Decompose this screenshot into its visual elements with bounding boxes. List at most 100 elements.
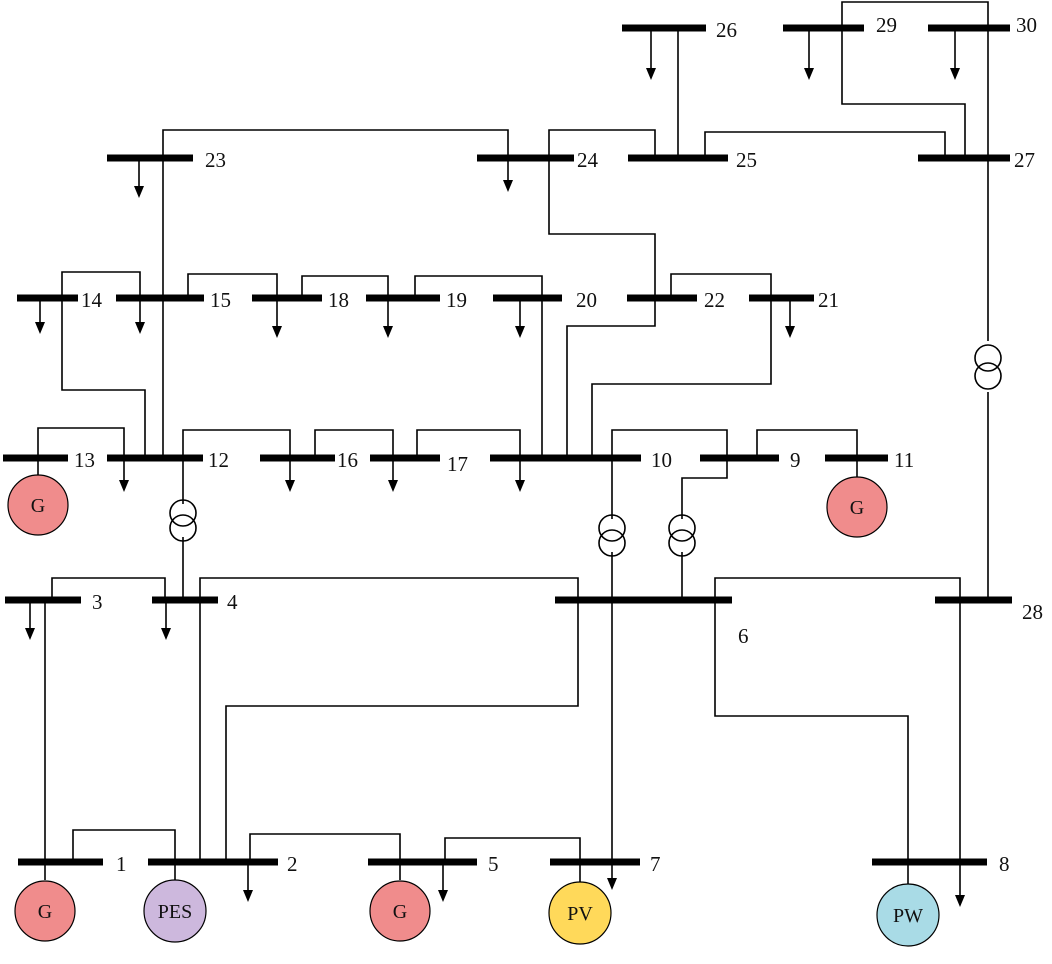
- generator-bus-5: G: [369, 880, 431, 942]
- pes-label: PES: [158, 901, 192, 923]
- bus-label-6: 6: [738, 624, 749, 648]
- bus-label-13: 13: [74, 448, 95, 472]
- load-arrow-icon: [785, 298, 795, 338]
- pw-icon: [876, 883, 940, 947]
- line-2-6: [225, 600, 579, 862]
- load-arrow-icon: [950, 28, 960, 80]
- load-arrow-icon: [607, 862, 617, 890]
- bus-label-8: 8: [999, 852, 1010, 876]
- line-18-19: [301, 275, 389, 298]
- load-arrow-icon: [161, 600, 171, 640]
- transformer-6-9: [668, 514, 696, 557]
- bus-label-7: 7: [650, 852, 661, 876]
- line-3-4: [51, 577, 166, 600]
- transformer-4-12: [169, 499, 197, 542]
- pv-icon: [548, 881, 612, 945]
- line-12-16: [182, 429, 291, 458]
- bus-label-10: 10: [651, 448, 672, 472]
- load-arrow-icon: [35, 298, 45, 334]
- line-17-10: [416, 429, 521, 458]
- line-15-18: [187, 273, 278, 298]
- line-14-15: [61, 271, 141, 298]
- bus-label-18: 18: [328, 288, 349, 312]
- load-arrow-icon: [135, 298, 145, 334]
- bus-label-17: 17: [447, 452, 468, 476]
- transformer-6-10: [598, 514, 626, 557]
- generator-icon: [14, 880, 76, 942]
- generator-icon: [7, 474, 69, 536]
- generator-icon: [369, 880, 431, 942]
- bus-label-24: 24: [577, 148, 599, 172]
- line-24-25: [548, 129, 656, 158]
- bus-label-16: 16: [337, 448, 358, 472]
- pw-label: PW: [893, 905, 923, 927]
- bus-label-23: 23: [205, 148, 226, 172]
- line-9-11: [756, 429, 858, 458]
- bus-label-14: 14: [81, 288, 103, 312]
- line-12-14: [61, 298, 146, 458]
- line-23-24: [162, 129, 509, 158]
- transformer-28-27: [974, 344, 1002, 390]
- load-arrow-icon: [119, 458, 129, 492]
- load-arrow-icon: [134, 158, 144, 198]
- line-2-5: [249, 833, 401, 862]
- bus-label-11: 11: [894, 448, 914, 472]
- load-arrow-icon: [272, 298, 282, 338]
- generator-label: G: [38, 901, 52, 923]
- load-arrow-icon: [388, 458, 398, 492]
- bus-label-25: 25: [736, 148, 757, 172]
- line-10-21: [591, 298, 772, 458]
- bus-label-27: 27: [1014, 148, 1035, 172]
- bus-label-28: 28: [1022, 600, 1043, 624]
- line-25-27: [704, 131, 946, 158]
- connection-lines: [37, 1, 989, 884]
- bus-label-20: 20: [576, 288, 597, 312]
- generator-label: G: [31, 495, 45, 517]
- generator-label: G: [393, 901, 407, 923]
- load-arrow-icon: [25, 600, 35, 640]
- bus-label-4: 4: [227, 590, 238, 614]
- generator-bus-11: G: [826, 476, 888, 538]
- line-12-13: [37, 427, 125, 458]
- pv-label: PV: [567, 903, 593, 925]
- generator-icon: [826, 476, 888, 538]
- line-6-28: [714, 577, 961, 600]
- line-16-17: [314, 429, 394, 458]
- sources: G PES G PV PW G G: [7, 474, 940, 947]
- bus-label-1: 1: [116, 852, 127, 876]
- line-9-10: [611, 429, 728, 458]
- bus-label-12: 12: [208, 448, 229, 472]
- bus-label-2: 2: [287, 852, 298, 876]
- bus-label-9: 9: [790, 448, 801, 472]
- generator-bus-13: G: [7, 474, 69, 536]
- load-arrow-icon: [515, 298, 525, 338]
- line-27-29: [841, 28, 966, 158]
- load-arrow-icon: [383, 298, 393, 338]
- line-5-7: [444, 837, 581, 862]
- pw-bus-8: PW: [876, 883, 940, 947]
- generator-bus-1: G: [14, 880, 76, 942]
- line-1-2: [72, 829, 176, 862]
- line-6-9: [681, 458, 728, 600]
- line-19-20: [414, 275, 543, 458]
- line-6-8: [714, 600, 909, 862]
- bus-label-22: 22: [704, 288, 725, 312]
- bus-label-3: 3: [92, 590, 103, 614]
- bus-label-30: 30: [1016, 13, 1037, 37]
- loads: [25, 28, 965, 907]
- pes-icon: [143, 879, 207, 943]
- pv-bus-7: PV: [548, 881, 612, 945]
- bus-label-29: 29: [876, 13, 897, 37]
- line-29-30: [841, 1, 989, 28]
- line-21-22: [670, 273, 772, 298]
- bus-label-19: 19: [446, 288, 467, 312]
- load-arrow-icon: [515, 458, 525, 492]
- bus-label-5: 5: [488, 852, 499, 876]
- line-22-24: [548, 158, 656, 298]
- load-arrow-icon: [285, 458, 295, 492]
- generator-label: G: [850, 497, 864, 519]
- line-10-22: [566, 298, 656, 458]
- bus-bars: [3, 24, 1012, 866]
- load-arrow-icon: [646, 28, 656, 80]
